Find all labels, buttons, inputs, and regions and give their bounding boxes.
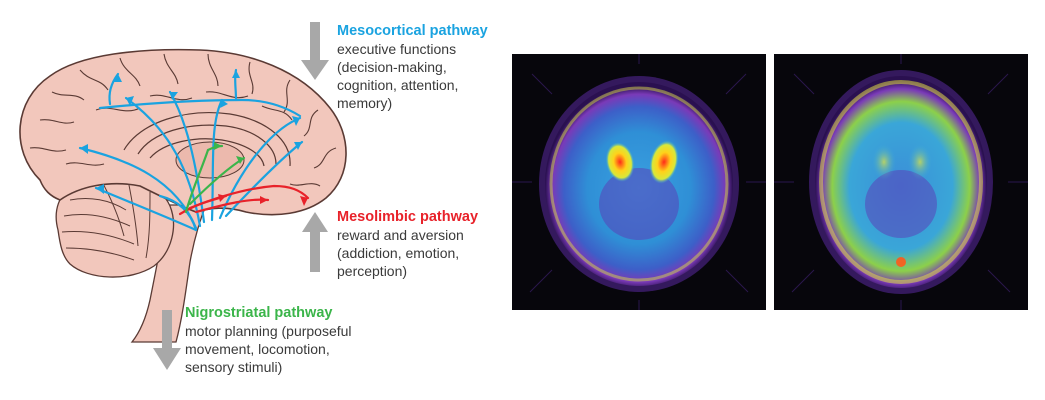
mesolimbic-label: Mesolimbic pathway reward and aversion (… <box>337 208 478 280</box>
mesocortical-arrows <box>78 68 304 232</box>
cerebrum <box>19 48 347 216</box>
mesocortical-line: (decision-making, <box>337 59 447 75</box>
nigrostriatal-arrowheads <box>214 142 244 164</box>
brain-stem <box>130 204 207 343</box>
pet-scan-left <box>512 54 766 310</box>
noise-rays <box>774 54 1028 310</box>
pet-scan-right <box>774 54 1028 310</box>
mesocortical-line: cognition, attention, <box>337 77 459 93</box>
corpus-callosum <box>123 112 291 167</box>
mesocortical-title: Mesocortical pathway <box>337 23 488 39</box>
mesolimbic-line: reward and aversion <box>337 227 464 243</box>
mesolimbic-title: Mesolimbic pathway <box>337 209 479 225</box>
mesolimbic-line: perception) <box>337 263 408 279</box>
down-arrow-icon <box>301 22 329 80</box>
mesocortical-line: executive functions <box>337 41 457 57</box>
mesolimbic-line: (addiction, emotion, <box>337 245 460 261</box>
nigrostriatal-label: Nigrostriatal pathway motor planning (pu… <box>185 304 352 376</box>
nigrostriatal-line: movement, locomotion, <box>185 341 330 357</box>
up-arrow-icon <box>302 212 328 272</box>
mesocortical-label: Mesocortical pathway executive functions… <box>337 22 488 112</box>
mesocortical-arrowheads <box>80 70 302 194</box>
down-arrow-icon <box>153 310 181 370</box>
noise-rays <box>512 54 766 310</box>
nigrostriatal-title: Nigrostriatal pathway <box>185 305 333 321</box>
nigrostriatal-line: motor planning (purposeful <box>185 323 352 339</box>
mesocortical-line: memory) <box>337 95 393 111</box>
nigrostriatal-line: sensory stimuli) <box>185 359 283 375</box>
mesolimbic-arrowheads <box>218 194 308 206</box>
cortex-folds <box>29 53 337 187</box>
